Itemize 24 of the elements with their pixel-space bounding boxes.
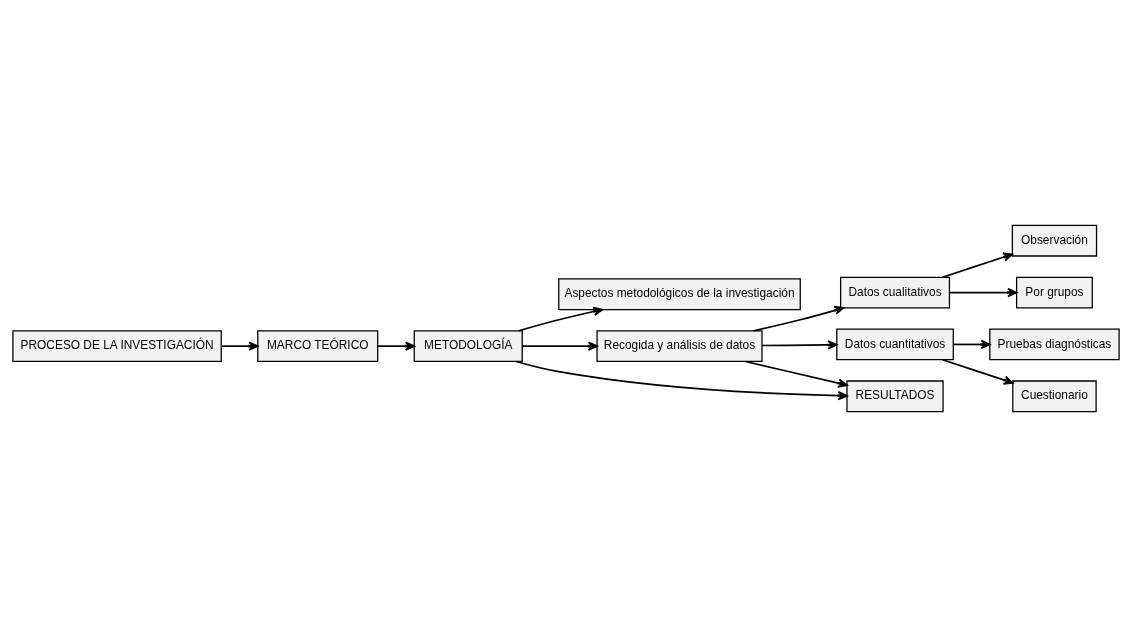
node-box: Observación xyxy=(1011,224,1098,257)
node-box: Pruebas diagnósticas xyxy=(989,328,1120,361)
node-box: Por grupos xyxy=(1016,276,1093,309)
arrow xyxy=(941,252,1013,279)
arrow xyxy=(761,340,838,350)
arrow xyxy=(521,341,598,351)
arrow xyxy=(948,287,1018,298)
node-box: RESULTADOS xyxy=(846,380,944,413)
node-box: PROCESO DE LA INVESTIGACIÓN xyxy=(12,330,222,363)
node-box: Cuestionario xyxy=(1012,380,1097,413)
node-box: Datos cuantitativos xyxy=(836,328,954,361)
arrow xyxy=(744,360,848,388)
arrow xyxy=(517,306,604,332)
node-box: MARCO TEÓRICO xyxy=(257,330,379,363)
arrow xyxy=(952,339,991,350)
arrow xyxy=(376,341,415,351)
node-box: Recogida y análisis de datos xyxy=(596,330,763,363)
arrow xyxy=(752,305,845,332)
node-box: Datos cualitativos xyxy=(840,276,951,309)
node-box: METODOLOGÍA xyxy=(413,330,523,363)
node-box: Aspectos metodológicos de la investigación xyxy=(558,278,801,311)
arrow xyxy=(220,341,259,351)
arrow xyxy=(515,360,848,401)
arrow xyxy=(941,358,1014,385)
